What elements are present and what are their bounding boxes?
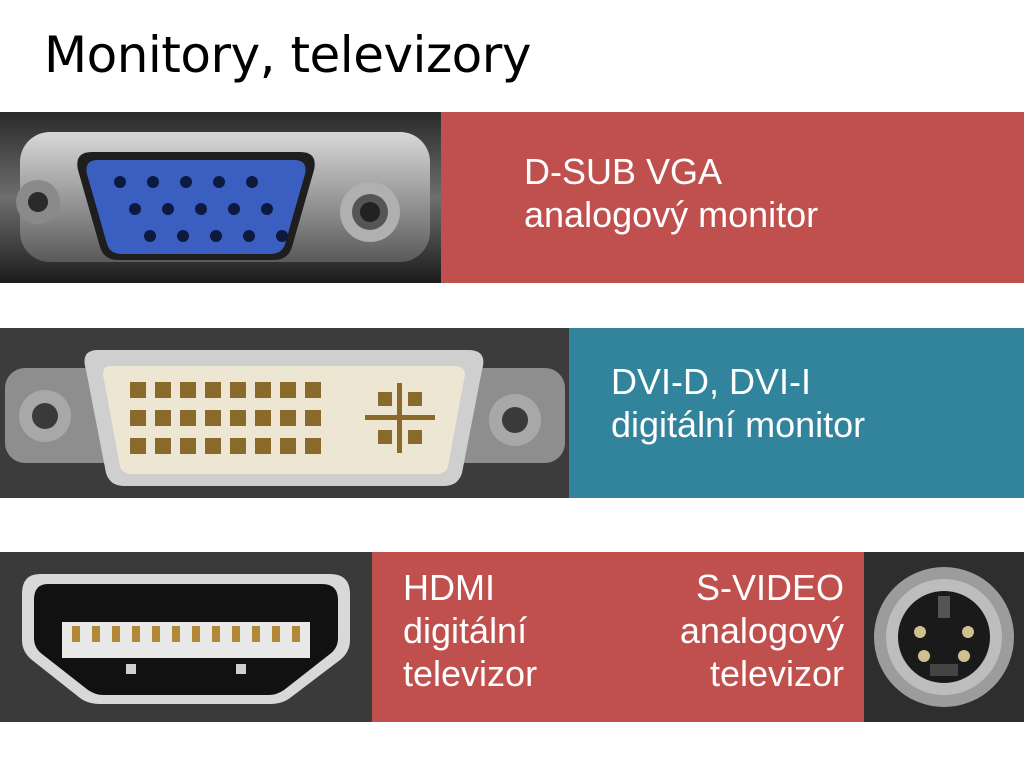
hdmi-signal: digitální bbox=[403, 610, 528, 652]
hdmi-name: HDMI bbox=[403, 567, 495, 608]
svideo-name: S-VIDEO bbox=[695, 567, 844, 608]
dvi-description-panel: DVI-D, DVI-I digitální monitor bbox=[569, 328, 1024, 498]
svideo-connector-photo bbox=[864, 552, 1024, 722]
hdmi-device: televizor bbox=[403, 653, 538, 695]
svideo-device: televizor bbox=[709, 653, 844, 695]
hdmi-connector-photo bbox=[0, 552, 372, 722]
slide-title: Monitory, televizory bbox=[44, 26, 531, 84]
vga-connector-photo bbox=[0, 112, 441, 283]
vga-description-panel: D-SUB VGA analogový monitor bbox=[441, 112, 1024, 283]
vga-type: analogový monitor bbox=[524, 194, 819, 236]
vga-name: D-SUB VGA bbox=[524, 151, 723, 192]
dvi-connector-photo bbox=[0, 328, 569, 498]
svideo-signal: analogový bbox=[679, 610, 844, 652]
hdmi-svideo-description-panel: HDMI digitální televizor S-VIDEO analogo… bbox=[372, 552, 864, 722]
dvi-type: digitální monitor bbox=[611, 404, 866, 446]
dvi-name: DVI-D, DVI-I bbox=[611, 361, 812, 402]
